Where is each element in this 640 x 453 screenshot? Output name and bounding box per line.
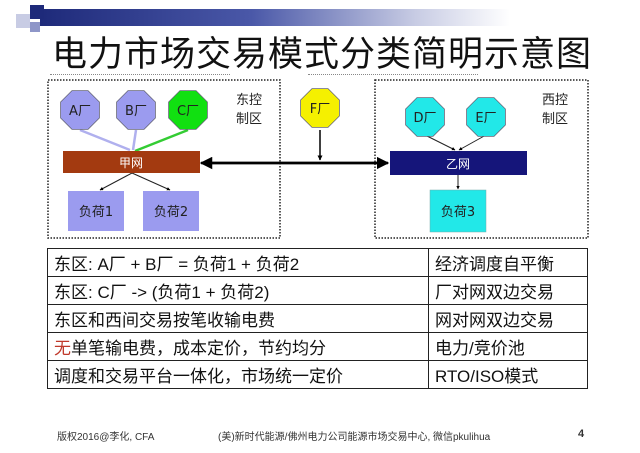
row-desc-cell: 无单笔输电费，成本定价，节约均分 — [47, 332, 429, 361]
flow-c-to-grid — [134, 128, 189, 153]
grid-east-label: 甲网 — [119, 156, 143, 170]
footer-copyright: 版权2016@李化, CFA — [57, 432, 155, 443]
load3-box — [429, 189, 487, 233]
plant-c-octagon — [168, 90, 208, 130]
decor-square — [30, 22, 40, 32]
grid-west — [390, 151, 527, 175]
plant-b-octagon — [116, 90, 156, 130]
load2-box — [143, 191, 199, 231]
plant-a-label: A厂 — [69, 104, 91, 119]
flow-d-to-grid — [424, 134, 456, 151]
plant-f-octagon — [300, 88, 340, 128]
west-region-label: 西控 — [542, 93, 568, 108]
flow-to-load2 — [131, 172, 171, 191]
footer-source: (美)新时代能源/佛州电力公司能源市场交易中心, 微信pkulihua — [218, 432, 491, 443]
row-mode: 经济调度自平衡 — [428, 248, 588, 277]
plant-f-label: F厂 — [310, 102, 330, 117]
flow-e-to-grid — [458, 134, 487, 151]
plant-b-label: B厂 — [125, 104, 147, 119]
row-desc: 单笔输电费，成本定价，节约均分 — [71, 339, 326, 358]
table-row: 东区和西间交易按笔收输电费网对网双边交易 — [47, 304, 588, 333]
header-bar — [40, 9, 510, 26]
grid-west-label: 乙网 — [446, 157, 470, 171]
divider — [308, 74, 478, 75]
plant-a-octagon — [60, 90, 100, 130]
table-row: 无单笔输电费，成本定价，节约均分电力/竞价池 — [47, 332, 588, 361]
decor-square — [16, 14, 30, 28]
plant-e-octagon — [466, 97, 506, 137]
load1-label: 负荷1 — [79, 205, 113, 220]
plant-d-octagon — [405, 97, 445, 137]
row-desc: 东区: C厂 -> (负荷1 + 负荷2) — [47, 276, 429, 305]
west-region-label: 制区 — [542, 112, 568, 127]
west-region-box — [374, 79, 589, 239]
market-diagram: 东控 制区 西控 制区 A厂 B厂 C厂 F厂 D厂 E厂 甲网 乙网 负荷1 负荷2 负… — [47, 79, 589, 239]
decor-square — [30, 5, 44, 19]
east-region-label: 东控 — [236, 93, 262, 108]
row-mode: 厂对网双边交易 — [428, 276, 588, 305]
row-mode: 网对网双边交易 — [428, 304, 588, 333]
load3-label: 负荷3 — [441, 205, 475, 220]
row-desc: 调度和交易平台一体化，市场统一定价 — [47, 360, 429, 389]
grid-east — [63, 151, 200, 173]
row-mode: 电力/竞价池 — [428, 332, 588, 361]
plant-c-label: C厂 — [177, 104, 199, 119]
row-desc: 东区和西间交易按笔收输电费 — [47, 304, 429, 333]
plant-d-label: D厂 — [413, 111, 436, 126]
page-number: 4 — [578, 428, 585, 440]
row-desc: 东区: A厂 + B厂 = 负荷1 + 负荷2 — [47, 248, 429, 277]
load1-box — [68, 191, 124, 231]
table-row: 东区: C厂 -> (负荷1 + 负荷2)厂对网双边交易 — [47, 276, 588, 305]
load2-label: 负荷2 — [154, 205, 188, 220]
flow-b-to-grid — [131, 129, 138, 151]
east-region-label: 制区 — [236, 112, 262, 127]
page-title: 电力市场交易模式分类简明示意图 — [52, 35, 593, 75]
row-mode: RTO/ISO模式 — [428, 360, 588, 389]
flow-to-load1 — [99, 172, 133, 191]
flow-a-to-grid — [79, 128, 131, 152]
plant-e-label: E厂 — [475, 111, 496, 126]
divider — [50, 74, 230, 75]
row-desc-prefix: 无 — [54, 339, 71, 358]
